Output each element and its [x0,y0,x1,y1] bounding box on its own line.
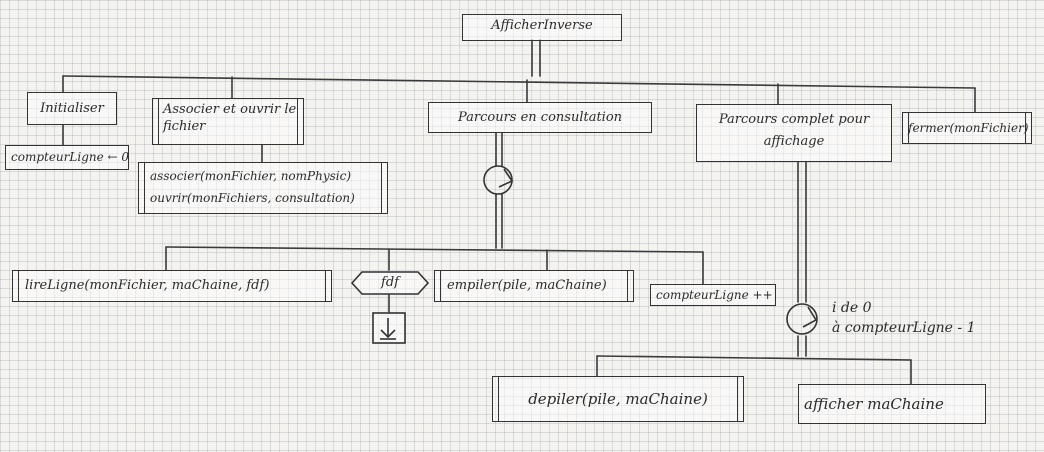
loop-note-end: à compteurLigne - 1 [832,320,976,336]
detail-associer-ouvrir: associer(monFichier, nomPhysic) ouvrir(m… [138,162,388,214]
exit-loop-icon [372,312,406,344]
node-parcours-complet: Parcours complet pour affichage [696,104,892,162]
root-node: AfficherInverse [462,14,622,41]
node-lire-ligne: lireLigne(monFichier, maChaine, fdf) [12,270,332,302]
node-depiler: depiler(pile, maChaine) [492,376,744,422]
node-initialiser: Initialiser [27,92,117,125]
loop-icon-consultation [483,165,514,195]
condition-fdf-label: fdf [381,275,399,290]
detail-associer-line: associer(monFichier, nomPhysic) [150,169,352,183]
node-associer-ouvrir: Associer et ouvrir le fichier [152,98,304,145]
loop-icon-affichage [786,303,818,335]
loop-note-start: i de 0 [832,300,872,316]
node-compteur-increment: compteurLigne ++ [650,284,776,306]
detail-compteur-init: compteurLigne ← 0 [5,145,129,170]
node-fermer: fermer(monFichier) [902,112,1032,144]
node-parcours-consultation: Parcours en consultation [428,102,652,133]
node-empiler: empiler(pile, maChaine) [434,270,634,302]
detail-ouvrir-line: ouvrir(monFichiers, consultation) [150,191,355,205]
condition-fdf-shape [350,271,430,295]
node-afficher: afficher maChaine [798,384,986,424]
